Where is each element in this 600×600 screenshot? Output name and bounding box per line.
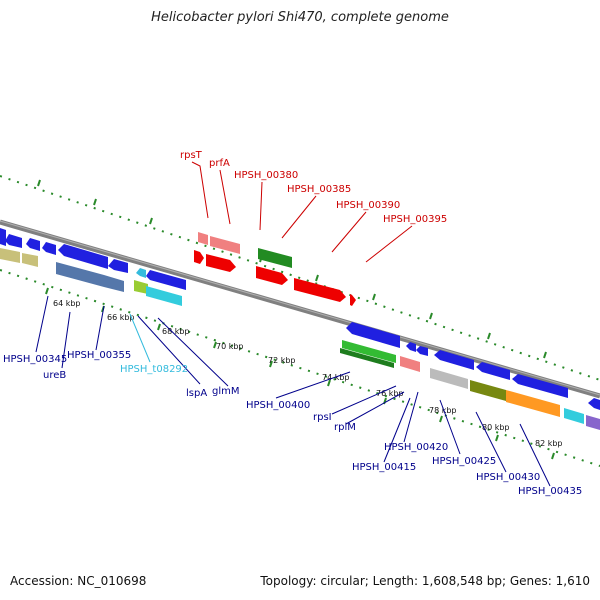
gene-arrow [136, 268, 146, 278]
gene-box [56, 262, 104, 287]
gene-box [22, 253, 38, 267]
gene-box [470, 380, 506, 401]
gene-box [0, 248, 20, 263]
tick-label-76: 76 kbp [376, 389, 404, 398]
tick-label-80: 80 kbp [482, 423, 510, 432]
gene-box [198, 232, 208, 245]
gene-arrow [346, 322, 400, 348]
tick-label-72: 72 kbp [268, 356, 296, 365]
label-HPSH_00395[interactable]: HPSH_00395 [383, 214, 447, 225]
tick-label-78: 78 kbp [429, 406, 457, 415]
forward-strand-genes [194, 232, 356, 306]
bottom-leader-lines [35, 295, 551, 487]
label-rpsI[interactable]: rpsI [313, 412, 332, 423]
gene-arrow [416, 346, 428, 356]
label-prfA[interactable]: prfA [209, 158, 230, 169]
gene-arrow [206, 254, 236, 272]
label-HPSH_00415[interactable]: HPSH_00415 [352, 462, 416, 473]
label-HPSH_00390[interactable]: HPSH_00390 [336, 200, 400, 211]
gene-arrow [108, 259, 128, 273]
gene-arrow [26, 238, 40, 251]
gene-arrow [256, 266, 288, 285]
tick-label-70: 70 kbp [216, 342, 244, 351]
gene-arrow [0, 228, 6, 246]
label-glmM[interactable]: glmM [212, 386, 240, 397]
gene-arrow [146, 270, 186, 290]
map-title: Helicobacter pylori Shi470, complete gen… [151, 10, 449, 25]
gene-box [146, 286, 182, 306]
gene-arrow [294, 278, 346, 302]
gene-arrow [194, 250, 204, 264]
gene-arrow [5, 234, 22, 248]
label-HPSH_t08292[interactable]: HPSH_t08292 [120, 364, 188, 375]
tick-label-64: 64 kbp [53, 299, 81, 308]
gene-arrow [512, 374, 568, 398]
label-HPSH_00425[interactable]: HPSH_00425 [432, 456, 496, 467]
gene-box [210, 236, 240, 254]
label-rpsT[interactable]: rpsT [180, 150, 203, 161]
outer-ruler [0, 175, 600, 381]
label-HPSH_00355[interactable]: HPSH_00355 [67, 350, 131, 361]
label-HPSH_00385[interactable]: HPSH_00385 [287, 184, 351, 195]
label-lspA[interactable]: lspA [186, 388, 207, 399]
gene-arrow [434, 350, 474, 370]
gene-box [586, 415, 600, 430]
label-HPSH_00400[interactable]: HPSH_00400 [246, 400, 310, 411]
genome-backbone [0, 219, 600, 399]
gene-box [400, 356, 420, 372]
gene-arrow [476, 362, 510, 380]
gene-box [564, 408, 584, 424]
gene-arrow [58, 244, 108, 269]
gene-box [340, 348, 394, 368]
gene-arrow [406, 342, 416, 352]
tick-label-68: 68 kbp [162, 327, 190, 336]
label-HPSH_00435[interactable]: HPSH_00435 [518, 486, 582, 497]
tick-label-82: 82 kbp [535, 439, 563, 448]
label-HPSH_00380[interactable]: HPSH_00380 [234, 170, 298, 181]
inner-ruler [0, 269, 600, 467]
gene-arrow [588, 398, 600, 410]
label-rplM[interactable]: rplM [334, 422, 356, 433]
gene-box [104, 275, 124, 292]
label-HPSH_00430[interactable]: HPSH_00430 [476, 472, 540, 483]
reverse-strand-genes [0, 228, 600, 430]
leader-trna [129, 313, 151, 363]
gene-box [134, 280, 148, 294]
genome-summary-text: Topology: circular; Length: 1,608,548 bp… [260, 574, 590, 588]
gene-box [258, 248, 292, 268]
top-leader-lines [191, 161, 413, 263]
gene-box [506, 390, 560, 417]
label-ureB[interactable]: ureB [43, 370, 66, 381]
accession-text: Accession: NC_010698 [10, 574, 147, 588]
gene-box [342, 340, 396, 363]
tick-label-66: 66 kbp [107, 313, 135, 322]
label-HPSH_00420[interactable]: HPSH_00420 [384, 442, 448, 453]
gene-arrow [42, 242, 56, 255]
gene-arrow [350, 294, 356, 306]
gene-box [430, 368, 468, 389]
label-HPSH_00345[interactable]: HPSH_00345 [3, 354, 67, 365]
